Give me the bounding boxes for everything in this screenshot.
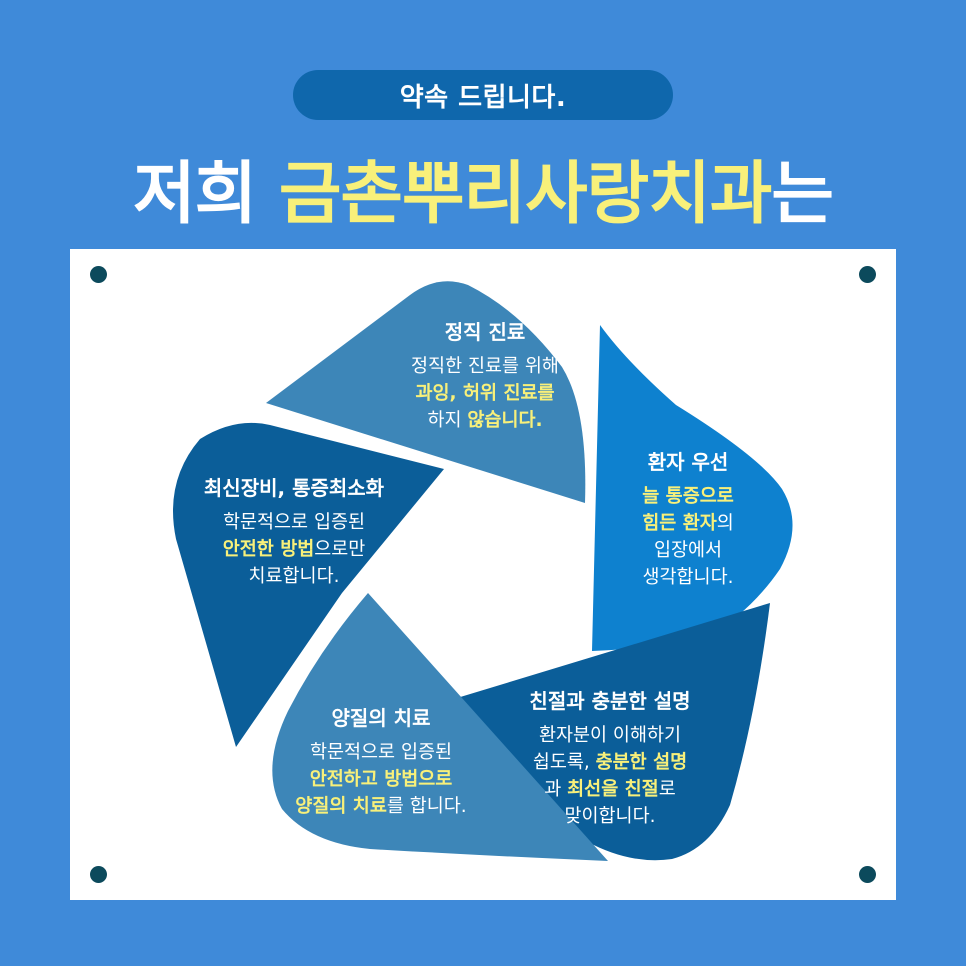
highlighted-text: 양질의 치료 bbox=[295, 796, 387, 817]
highlighted-text: 늘 통증으로 bbox=[642, 486, 734, 507]
promise-badge: 약속 드립니다. bbox=[293, 70, 673, 120]
promise-line: 학문적으로 입증된 bbox=[281, 739, 481, 766]
body-text: 맞이합니다. bbox=[564, 806, 656, 827]
pentagon-petal-diagram bbox=[173, 281, 793, 861]
promise-line: 하지 않습니다. bbox=[385, 407, 585, 434]
highlighted-text: 힘든 환자 bbox=[642, 513, 717, 534]
highlighted-text: 안전하고 방법으로 bbox=[309, 769, 453, 790]
highlighted-text: 않습니다. bbox=[467, 410, 543, 431]
headline-clinic-name: 금촌뿌리사랑치과 bbox=[278, 155, 772, 234]
headline: 저희 금촌뿌리사랑치과는 bbox=[0, 138, 966, 237]
petal-quality bbox=[272, 593, 608, 861]
highlighted-text: 안전한 방법 bbox=[222, 539, 315, 560]
pin-dot-top-left bbox=[90, 266, 107, 283]
promise-line: 학문적으로 입증된 bbox=[179, 509, 409, 536]
promise-line: 과 최선을 친절로 bbox=[500, 776, 720, 803]
promise-line: 양질의 치료를 합니다. bbox=[281, 793, 481, 820]
promise-title: 최신장비, 통증최소화 bbox=[203, 476, 385, 500]
promise-line: 입장에서 bbox=[618, 537, 758, 564]
body-text: 입장에서 bbox=[653, 540, 723, 561]
promise-line: 정직한 진료를 위해 bbox=[385, 353, 585, 380]
promise-line: 맞이합니다. bbox=[500, 803, 720, 830]
promise-line: 생각합니다. bbox=[618, 564, 758, 591]
headline-prefix: 저희 bbox=[133, 155, 279, 234]
promise-line: 늘 통증으로 bbox=[618, 483, 758, 510]
body-text: 으로만 bbox=[314, 539, 366, 560]
body-text: 로 bbox=[658, 779, 676, 800]
petal-equipment bbox=[173, 422, 444, 747]
promise-title: 정직 진료 bbox=[444, 320, 526, 344]
promise-line: 안전한 방법으로만 bbox=[179, 536, 409, 563]
petal-honest bbox=[266, 281, 586, 503]
promise-line: 과잉, 허위 진료를 bbox=[385, 380, 585, 407]
petal-patient bbox=[592, 325, 793, 651]
body-text: 환자분이 이해하기 bbox=[538, 725, 682, 746]
highlighted-text: 과잉, 허위 진료를 bbox=[415, 383, 555, 404]
highlighted-text: 충분한 설명 bbox=[595, 752, 688, 773]
body-text: 치료합니다. bbox=[248, 566, 340, 587]
promise-line: 환자분이 이해하기 bbox=[500, 722, 720, 749]
petal-kind bbox=[457, 603, 770, 861]
pin-dot-bottom-left bbox=[90, 866, 107, 883]
body-text: 쉽도록, bbox=[532, 752, 596, 773]
pin-dot-top-right bbox=[859, 266, 876, 283]
promise-line: 쉽도록, 충분한 설명 bbox=[500, 749, 720, 776]
promise-line: 힘든 환자의 bbox=[618, 510, 758, 537]
highlighted-text: 최선을 친절 bbox=[567, 779, 659, 800]
headline-suffix: 는 bbox=[771, 155, 834, 234]
promise-line: 치료합니다. bbox=[179, 563, 409, 590]
body-text: 학문적으로 입증된 bbox=[309, 742, 453, 763]
promise-line: 안전하고 방법으로 bbox=[281, 766, 481, 793]
promise-title: 친절과 충분한 설명 bbox=[529, 689, 691, 713]
body-text: 를 합니다. bbox=[386, 796, 467, 817]
body-text: 정직한 진료를 위해 bbox=[411, 356, 559, 377]
promise-title: 환자 우선 bbox=[647, 450, 729, 474]
body-text: 하지 bbox=[427, 410, 468, 431]
pin-dot-bottom-right bbox=[859, 866, 876, 883]
body-text: 학문적으로 입증된 bbox=[222, 512, 366, 533]
promise-title: 양질의 치료 bbox=[331, 706, 431, 730]
body-text: 의 bbox=[716, 513, 734, 534]
body-text: 과 bbox=[544, 779, 568, 800]
body-text: 생각합니다. bbox=[642, 567, 734, 588]
